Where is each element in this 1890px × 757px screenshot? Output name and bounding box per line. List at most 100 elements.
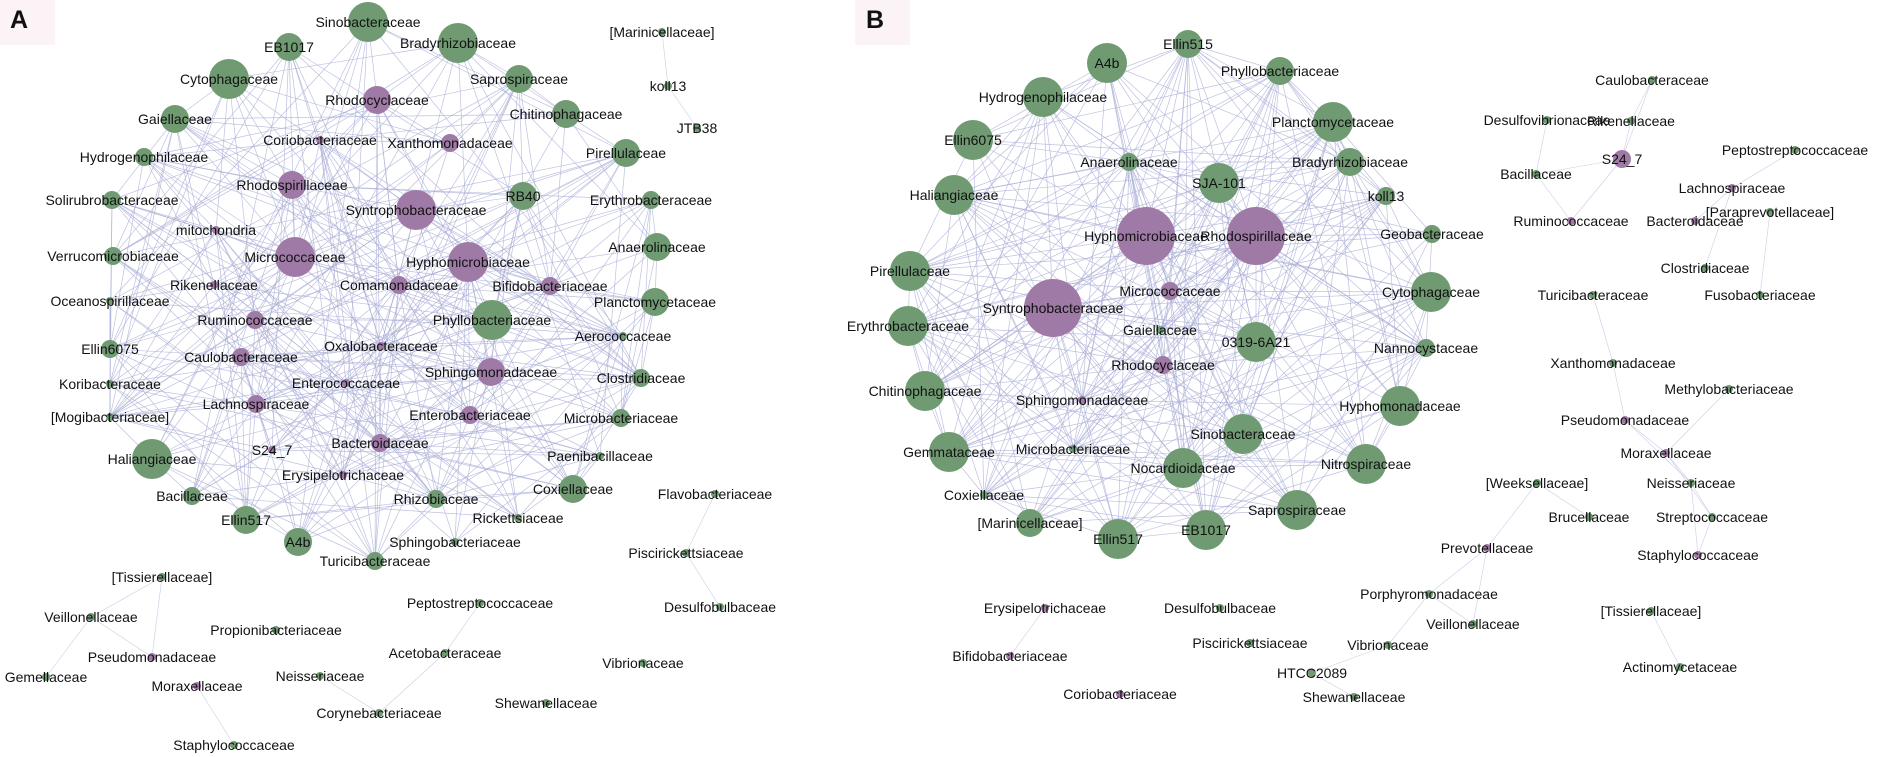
edge bbox=[1117, 341, 1257, 540]
node-label: Pirellulaceae bbox=[586, 145, 666, 161]
node-label: Gemellaceae bbox=[5, 669, 88, 685]
edge bbox=[565, 113, 658, 248]
edge bbox=[245, 498, 437, 521]
edge bbox=[228, 78, 451, 144]
edge bbox=[109, 300, 257, 405]
edge bbox=[1332, 121, 1367, 465]
edge bbox=[467, 261, 622, 419]
edge bbox=[948, 347, 1427, 453]
edge bbox=[109, 348, 376, 562]
edge bbox=[924, 96, 1044, 392]
network-node bbox=[1423, 225, 1441, 243]
edge bbox=[255, 284, 400, 405]
edge bbox=[112, 42, 459, 257]
node-label: EB1017 bbox=[1181, 522, 1231, 538]
edge bbox=[398, 284, 624, 337]
edge bbox=[378, 652, 446, 714]
network-node bbox=[193, 682, 201, 690]
network-node bbox=[441, 134, 459, 152]
network-node bbox=[509, 182, 537, 210]
node-label: Lachnospiraceae bbox=[203, 396, 310, 412]
network-node bbox=[390, 276, 408, 294]
edge bbox=[983, 448, 1074, 496]
node-label: Rhodospirillaceae bbox=[1200, 228, 1312, 244]
node-label: HTCC2089 bbox=[1277, 665, 1347, 681]
edge bbox=[109, 300, 344, 476]
edge bbox=[1665, 452, 1692, 484]
edge bbox=[457, 42, 658, 248]
node-label: Caulobacteraceae bbox=[184, 349, 298, 365]
edge bbox=[112, 152, 627, 257]
edge bbox=[174, 118, 293, 186]
edge bbox=[983, 494, 1298, 511]
edge bbox=[1072, 448, 1367, 465]
network-node bbox=[1199, 163, 1239, 203]
edge bbox=[1162, 364, 1207, 531]
network-node bbox=[1308, 669, 1316, 677]
edge bbox=[1296, 347, 1427, 511]
edge bbox=[151, 21, 369, 460]
network-node bbox=[101, 340, 119, 358]
edge bbox=[109, 256, 296, 418]
edge bbox=[435, 488, 574, 500]
edge bbox=[549, 285, 656, 303]
edge bbox=[517, 377, 642, 519]
edge bbox=[1182, 341, 1257, 469]
node-label: [Paraprevotellaceae] bbox=[1706, 204, 1834, 220]
edge bbox=[491, 319, 574, 490]
node-label: koll13 bbox=[1368, 188, 1405, 204]
network-node bbox=[1016, 509, 1044, 537]
edge bbox=[271, 335, 624, 451]
edge bbox=[909, 270, 1074, 450]
edge bbox=[1624, 419, 1667, 454]
edge bbox=[953, 194, 1427, 349]
edge bbox=[907, 235, 1147, 327]
edge bbox=[1630, 79, 1653, 122]
edge bbox=[90, 576, 163, 618]
network-node bbox=[1589, 291, 1597, 299]
edge bbox=[109, 403, 257, 418]
network-node bbox=[1676, 663, 1684, 671]
edge bbox=[1072, 291, 1432, 450]
edge bbox=[240, 356, 347, 384]
edge bbox=[288, 46, 524, 197]
edge bbox=[342, 414, 471, 476]
edge bbox=[467, 152, 627, 263]
edge bbox=[380, 78, 520, 347]
edge bbox=[1182, 463, 1367, 469]
edge bbox=[549, 199, 652, 287]
edge bbox=[342, 345, 382, 476]
edge bbox=[294, 256, 382, 347]
edge bbox=[367, 21, 567, 115]
edge bbox=[109, 416, 273, 451]
node-label: Saprospiraceae bbox=[470, 71, 568, 87]
node-label: Micrococcaceae bbox=[1119, 283, 1220, 299]
edge bbox=[376, 99, 381, 444]
edge bbox=[1311, 672, 1355, 698]
network-node bbox=[619, 332, 627, 340]
edge bbox=[948, 96, 1044, 453]
edge bbox=[909, 70, 1281, 272]
edge bbox=[288, 46, 642, 379]
node-label: Shewanellaceae bbox=[495, 695, 598, 711]
edge bbox=[255, 42, 459, 405]
edge bbox=[245, 488, 574, 521]
network-node bbox=[1687, 479, 1695, 487]
edge bbox=[909, 270, 1171, 292]
edge bbox=[1428, 593, 1474, 625]
network-node bbox=[461, 406, 479, 424]
edge bbox=[518, 78, 551, 287]
edge bbox=[45, 616, 92, 678]
network-node bbox=[427, 490, 445, 508]
edge bbox=[1349, 161, 1432, 293]
network-node bbox=[135, 148, 153, 166]
network-node bbox=[1069, 445, 1077, 453]
edge bbox=[1169, 290, 1401, 407]
node-label: Haliangiaceae bbox=[108, 451, 197, 467]
edge bbox=[1159, 291, 1432, 331]
network-node bbox=[1246, 639, 1254, 647]
edge bbox=[109, 371, 492, 418]
network-node bbox=[42, 673, 50, 681]
edge bbox=[319, 139, 456, 543]
edge bbox=[1279, 70, 1432, 293]
